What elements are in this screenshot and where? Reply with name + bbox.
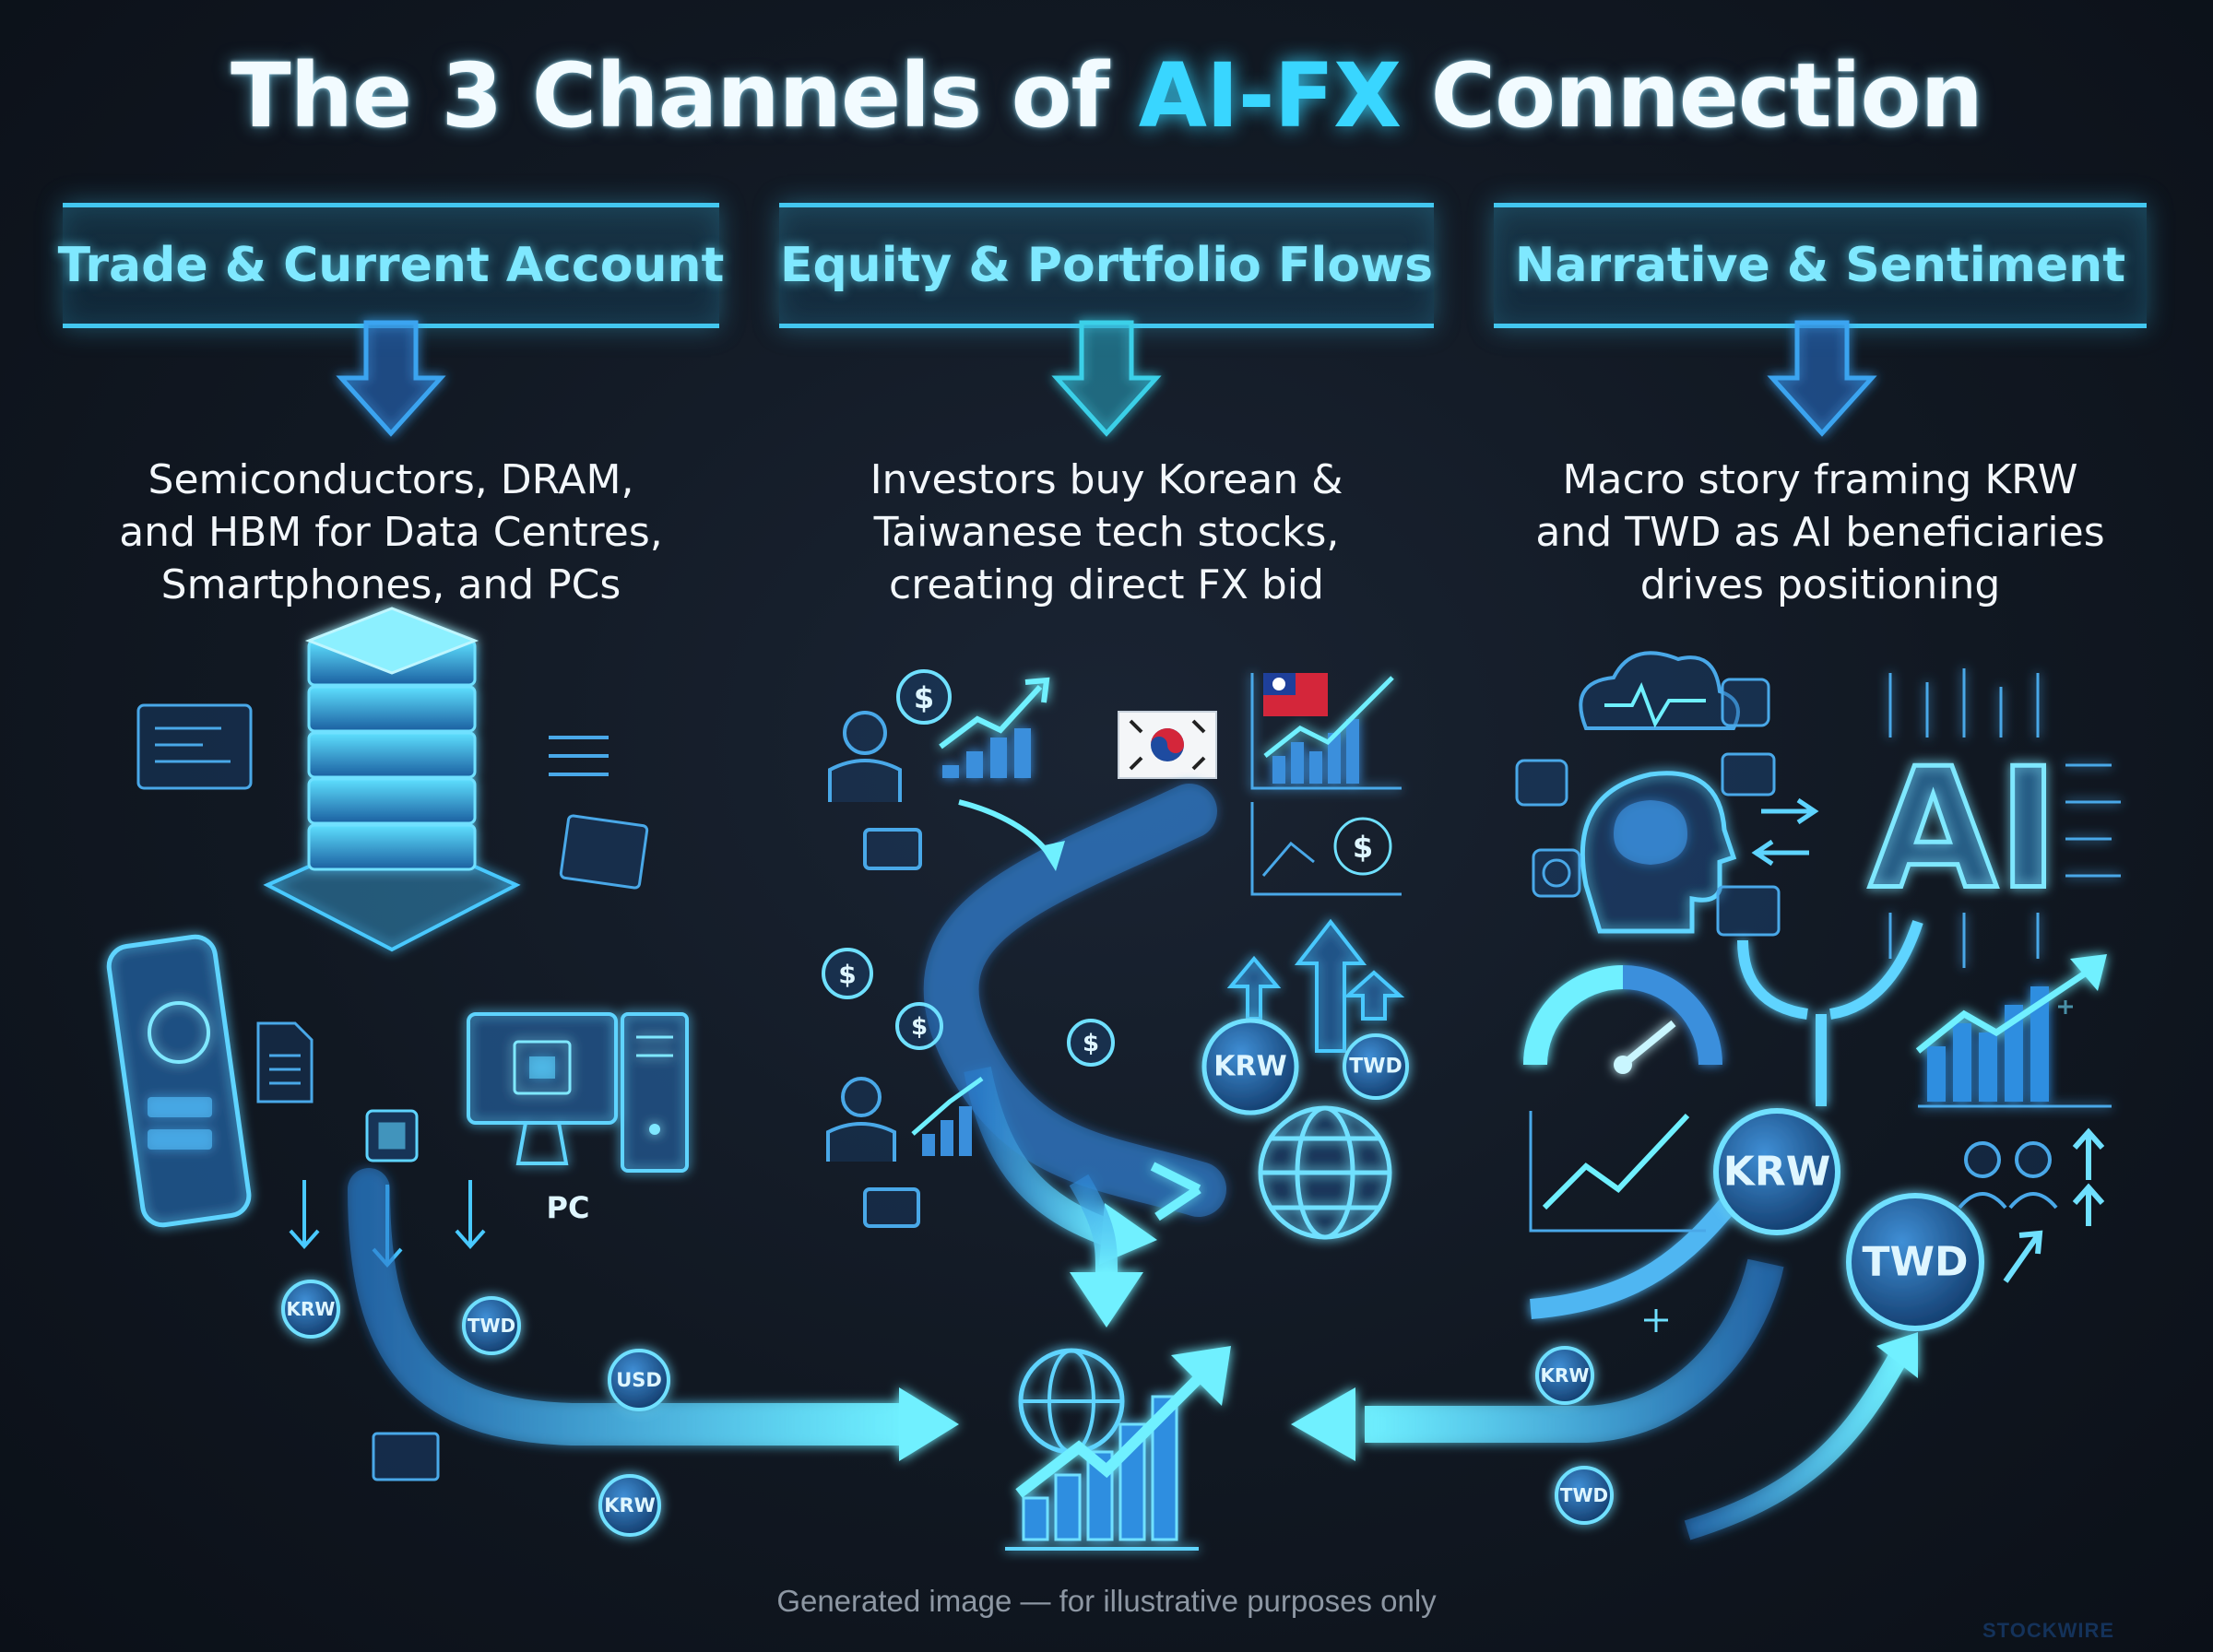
twd-coin: TWD — [462, 1296, 521, 1355]
trade-flow-arrow — [348, 1168, 959, 1461]
taiwan-flag-icon — [1263, 673, 1328, 716]
title-suffix: Connection — [1401, 44, 1983, 148]
globe-icon — [1258, 1105, 1392, 1240]
twd-coin: TWD — [1846, 1193, 1984, 1331]
coin-label: TWD — [1349, 1056, 1402, 1079]
title-accent: AI-FX — [1138, 44, 1402, 148]
pc-label: PC — [547, 1190, 590, 1225]
description-line: Macro story framing KRW — [1562, 456, 2078, 503]
twd-coin: TWD — [1555, 1466, 1614, 1525]
gauge-icon — [1523, 965, 1722, 1074]
coin-label: KRW — [1541, 1364, 1590, 1386]
description-line: and HBM for Data Centres, — [119, 509, 663, 556]
description-line: drives positioning — [1639, 561, 2001, 608]
growth-chart-icon — [1250, 673, 1402, 790]
document-icon — [256, 1021, 314, 1103]
description-line: Investors buy Korean & — [870, 456, 1343, 503]
global-growth-hub-icon — [1005, 1346, 1231, 1551]
dollar-icon: $ — [1067, 1019, 1115, 1067]
dollar-icon: $ — [895, 1002, 943, 1050]
up-arrow-icon — [1226, 918, 1405, 1053]
svg-text:$: $ — [911, 1013, 928, 1041]
channel-description-narrative: Macro story framing KRW and TWD as AI be… — [1494, 454, 2147, 611]
arrow-head — [1040, 841, 1065, 871]
caption: Generated image — for illustrative purpo… — [776, 1584, 1437, 1618]
coin-label: KRW — [604, 1494, 656, 1516]
down-arrow-icon — [1051, 320, 1162, 437]
narrative-flow-stream — [1291, 920, 1923, 1540]
krw-coin: KRW — [598, 1474, 661, 1537]
description-line: Taiwanese tech stocks, — [873, 509, 1340, 556]
list-icon — [549, 736, 609, 776]
coin-label: KRW — [287, 1298, 336, 1320]
down-arrow-icon — [1767, 320, 1877, 437]
channel-description-equity: Investors buy Korean & Taiwanese tech st… — [779, 454, 1434, 611]
dollar-icon: $ — [822, 948, 873, 999]
description-line: Smartphones, and PCs — [160, 561, 621, 608]
krw-coin: KRW — [1535, 1346, 1594, 1405]
exchange-icon: $ — [1250, 802, 1402, 896]
channel-heading-narrative: Narrative & Sentiment — [1494, 203, 2147, 328]
data-window-icon — [372, 1432, 440, 1481]
title-prefix: The 3 Channels of — [231, 44, 1139, 148]
ai-label: AI — [1869, 734, 2059, 926]
news-icon — [1716, 885, 1781, 937]
pc-icon — [467, 1012, 689, 1173]
usd-coin: USD — [608, 1349, 670, 1411]
growth-chart-icon — [939, 677, 1050, 778]
svg-text:$: $ — [1083, 1030, 1099, 1057]
line-chart-icon — [1529, 1111, 1706, 1233]
ai-circuit-icon: AI — [1866, 668, 2121, 968]
coin-label: USD — [616, 1369, 662, 1391]
description-line: and TWD as AI beneficiaries — [1535, 509, 2105, 556]
globe-icon — [1532, 848, 1581, 898]
equity-flow-stream — [923, 784, 1226, 1328]
up-arrow-icon — [2003, 1127, 2105, 1283]
people-icon — [1958, 1141, 2058, 1210]
twitter-icon — [1721, 678, 1770, 727]
code-window-icon — [136, 703, 253, 790]
growth-chart-icon — [911, 1076, 984, 1156]
watermark-logo: STOCKWIRE — [1982, 1619, 2115, 1642]
coin-label: TWD — [1862, 1239, 1968, 1286]
krw-coin: KRW — [281, 1280, 340, 1339]
growth-chart-icon — [1915, 954, 2112, 1108]
page-title: The 3 Channels of AI-FX Connection — [0, 44, 2213, 148]
svg-text:$: $ — [1353, 830, 1373, 865]
smartphone-icon — [106, 934, 252, 1228]
plus-icon — [1644, 1000, 2073, 1332]
twd-coin: TWD — [1343, 1033, 1409, 1100]
channel-description-trade: Semiconductors, DRAM, and HBM for Data C… — [63, 454, 719, 611]
dollar-icon: $ — [896, 669, 952, 725]
svg-text:$: $ — [838, 960, 856, 990]
down-arrow-icon — [336, 320, 446, 437]
krw-coin: KRW — [1201, 1018, 1299, 1115]
description-line: Semiconductors, DRAM, — [148, 456, 634, 503]
coin-label: KRW — [1723, 1149, 1831, 1196]
investor-icon — [828, 711, 922, 870]
chat-icon — [1721, 752, 1776, 796]
krw-coin: KRW — [1713, 1108, 1840, 1235]
window-icon — [559, 814, 649, 890]
coin-label: TWD — [1560, 1484, 1608, 1506]
megaphone-icon — [1515, 759, 1568, 807]
cloud-icon — [1579, 651, 1740, 730]
head-profile-icon — [1580, 771, 1737, 934]
coin-label: KRW — [1213, 1051, 1286, 1083]
chip-icon — [365, 1109, 419, 1162]
curved-arrow — [958, 799, 1054, 859]
description-line: creating direct FX bid — [889, 561, 1324, 608]
channel-heading-equity: Equity & Portfolio Flows — [779, 203, 1434, 328]
server-stack-icon — [263, 607, 521, 952]
svg-text:$: $ — [914, 680, 934, 715]
exchange-arrow-icon — [1751, 797, 1819, 867]
coin-label: TWD — [467, 1315, 515, 1337]
korea-flag-icon — [1118, 711, 1217, 779]
investor-icon — [826, 1077, 920, 1228]
